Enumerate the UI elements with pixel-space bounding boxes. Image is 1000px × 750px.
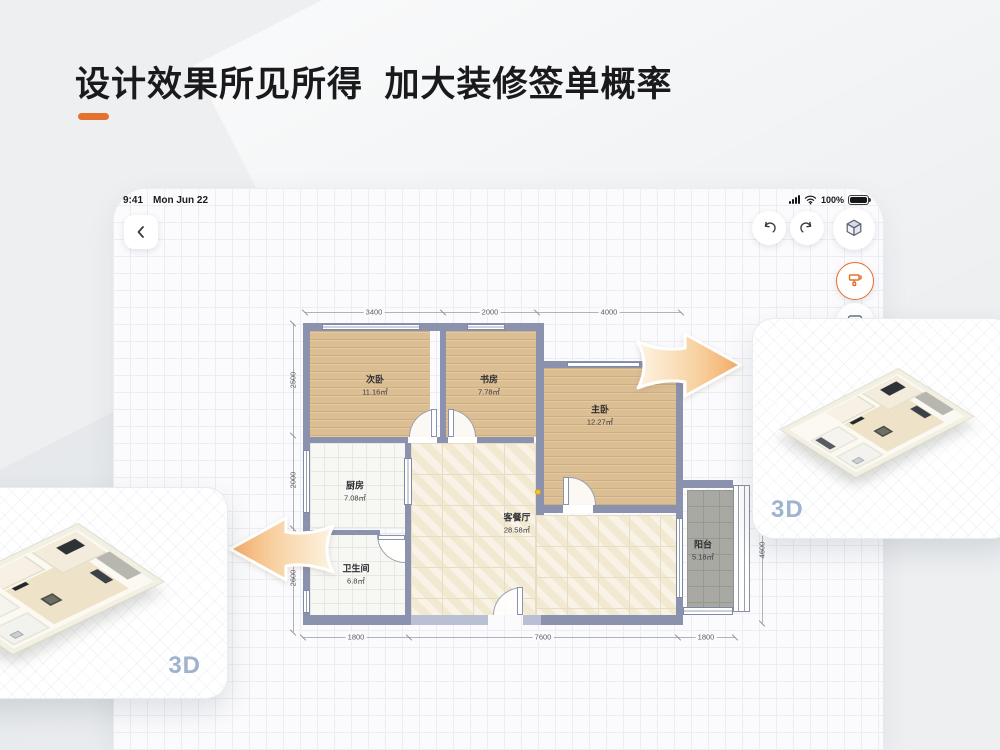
door-leaf[interactable] — [563, 477, 569, 505]
arrow-to-3d-left — [228, 516, 335, 582]
door-opening — [563, 505, 593, 513]
wall[interactable] — [411, 615, 488, 625]
back-button[interactable] — [124, 215, 158, 249]
sliding-door-kitchen[interactable] — [404, 458, 412, 505]
3d-badge: 3D — [168, 652, 201, 679]
dimension-label: 1800 — [695, 632, 717, 642]
wall[interactable] — [310, 530, 380, 535]
redo-button[interactable] — [790, 211, 824, 245]
dimension-label: 4000 — [598, 307, 620, 317]
status-date: Mon Jun 22 — [153, 195, 209, 206]
dimension-label: 3400 — [363, 307, 385, 317]
status-icons: 100% — [788, 194, 871, 205]
window[interactable] — [303, 450, 310, 513]
view-3d-button[interactable] — [833, 208, 875, 250]
window[interactable] — [303, 590, 310, 613]
window[interactable] — [567, 362, 640, 367]
preview-card-3d-left[interactable]: 3D — [0, 487, 228, 699]
balcony-window[interactable] — [683, 607, 733, 615]
wall[interactable] — [405, 443, 411, 615]
dimension-line-right — [762, 478, 763, 623]
wifi-icon — [804, 195, 817, 205]
redo-icon — [800, 221, 812, 233]
title-underline-accent — [78, 113, 109, 120]
wall[interactable] — [440, 331, 446, 437]
room-floor-study[interactable] — [446, 331, 536, 437]
preview-card-3d-right[interactable]: 3D — [752, 318, 1000, 539]
battery-icon — [848, 194, 871, 205]
window[interactable] — [467, 324, 505, 330]
wall[interactable] — [683, 480, 733, 488]
undo-icon — [764, 221, 776, 233]
3d-badge: 3D — [771, 496, 804, 523]
status-time: 9:41 — [123, 195, 144, 206]
room-floor-living-dining[interactable] — [536, 515, 676, 615]
room-floor-kitchen[interactable] — [310, 443, 405, 528]
wall[interactable] — [541, 615, 683, 625]
wall[interactable] — [676, 361, 683, 515]
door-leaf[interactable] — [378, 535, 405, 540]
door-leaf[interactable] — [431, 409, 437, 437]
dimension-line-bottom — [303, 637, 735, 638]
arrow-to-3d-right — [636, 332, 743, 398]
3d-render-left — [0, 522, 165, 656]
sliding-door-balcony[interactable] — [676, 518, 683, 598]
wall[interactable] — [536, 323, 544, 515]
room-floor-second-bedroom[interactable] — [310, 331, 430, 437]
cube-icon — [846, 219, 862, 236]
door-leaf[interactable] — [517, 587, 523, 615]
wall[interactable] — [541, 505, 683, 513]
dimension-label: 2000 — [479, 307, 501, 317]
signal-icon — [788, 195, 800, 204]
dimension-label: 4600 — [757, 541, 767, 559]
room-floor-living-dining[interactable] — [411, 443, 536, 615]
dimension-label: 7600 — [532, 632, 554, 642]
room-floor-balcony[interactable] — [687, 490, 733, 608]
door-opening — [448, 437, 477, 443]
paint-roller-icon — [848, 274, 862, 287]
dimension-line-left — [293, 323, 294, 632]
window[interactable] — [322, 324, 420, 330]
paint-roller-tool-button[interactable] — [836, 262, 874, 300]
dimension-label: 2000 — [288, 471, 298, 489]
wall[interactable] — [303, 323, 542, 331]
undo-button[interactable] — [752, 211, 786, 245]
wall[interactable] — [303, 615, 411, 625]
page-title: 设计效果所见所得 加大装修签单概率 — [75, 65, 673, 104]
selection-point[interactable] — [535, 489, 541, 495]
wall[interactable] — [523, 615, 541, 625]
door-opening — [408, 437, 437, 443]
dimension-label: 2500 — [288, 371, 298, 389]
3d-render-right — [779, 367, 975, 479]
dimension-label: 1800 — [345, 632, 367, 642]
door-leaf[interactable] — [448, 409, 454, 437]
balcony-window[interactable] — [733, 485, 750, 612]
chevron-left-icon — [137, 226, 144, 238]
battery-percent: 100% — [820, 194, 844, 205]
